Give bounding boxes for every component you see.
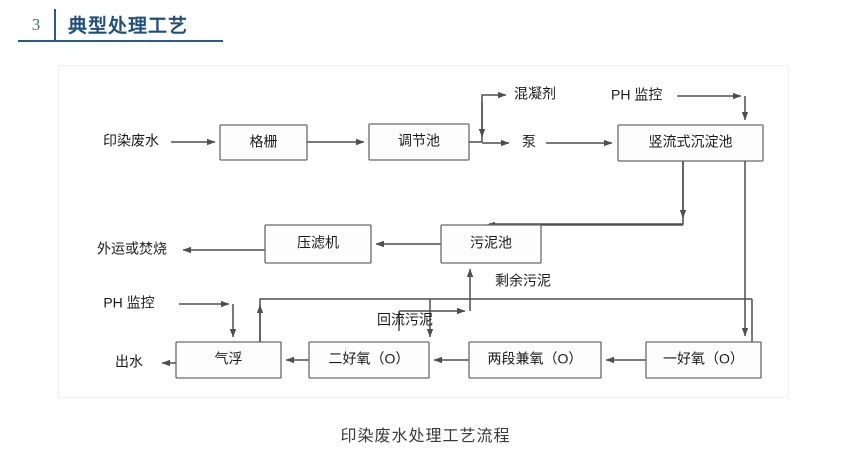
section-header: 3 典型处理工艺 xyxy=(18,8,223,42)
node-label-sludge-pool: 污泥池 xyxy=(470,235,512,251)
flow-diagram-frame: 印染废水 格栅 调节池 混凝剂 泵 PH 监控 竖流式沉淀池 xyxy=(58,65,789,398)
node-box-flotation[interactable] xyxy=(175,341,282,379)
node-label-effluent: 出水 xyxy=(115,354,143,370)
edge-label-return-sludge: 回流污泥 xyxy=(377,312,433,328)
process-flow-diagram: 印染废水 格栅 调节池 混凝剂 泵 PH 监控 竖流式沉淀池 xyxy=(97,86,764,379)
node-label-pump: 泵 xyxy=(522,134,536,150)
node-label-regulate: 调节池 xyxy=(398,133,440,149)
node-label-settler: 竖流式沉淀池 xyxy=(649,134,733,150)
header-divider xyxy=(54,9,56,40)
edge-settler-to-sludge-path xyxy=(489,161,684,225)
node-box-anoxic2[interactable] xyxy=(468,341,602,379)
node-label-aerobic1: 一好氧（O） xyxy=(663,351,744,367)
node-label-ph-monitor-top: PH 监控 xyxy=(611,87,662,103)
node-label-anoxic2: 两段兼氧（O） xyxy=(488,351,583,367)
section-number: 3 xyxy=(31,14,41,34)
node-box-sludge-pool[interactable] xyxy=(440,224,542,264)
page-title: 典型处理工艺 xyxy=(68,15,189,37)
node-label-grid: 格栅 xyxy=(250,134,278,150)
node-label-haul-away: 外运或焚烧 xyxy=(97,241,167,257)
node-box-settler[interactable] xyxy=(617,124,764,162)
node-label-aerobic2: 二好氧（O） xyxy=(329,351,410,367)
node-box-aerobic2[interactable] xyxy=(308,341,430,379)
node-box-aerobic1[interactable] xyxy=(645,341,762,379)
node-label-coagulant: 混凝剂 xyxy=(514,86,556,102)
edge-regulate-to-coagulant xyxy=(481,91,507,142)
node-label-influent: 印染废水 xyxy=(103,133,159,149)
node-label-ph-monitor-bottom: PH 监控 xyxy=(103,295,154,311)
node-label-flotation: 气浮 xyxy=(215,351,243,367)
edge-return-sludge-trunk xyxy=(259,298,752,342)
edge-label-excess-sludge: 剩余污泥 xyxy=(495,273,551,289)
node-label-filter-press: 压滤机 xyxy=(297,235,339,251)
node-box-filter-press[interactable] xyxy=(264,224,372,264)
figure-caption: 印染废水处理工艺流程 xyxy=(340,428,511,445)
